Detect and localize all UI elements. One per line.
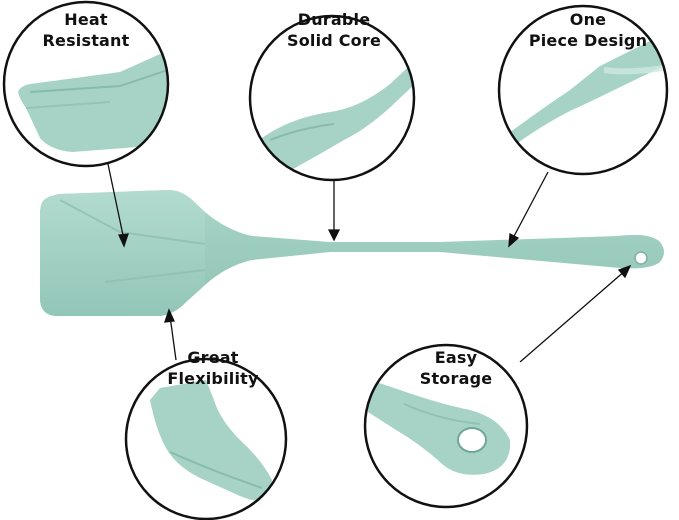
spatula-blade-face — [40, 190, 205, 316]
label-line: Storage — [419, 369, 493, 388]
label-one-piece-design: One Piece Design — [529, 9, 647, 51]
label-line: Easy — [434, 348, 478, 367]
detail-great-flexibility — [124, 357, 288, 520]
arrowhead-storage — [617, 264, 632, 279]
arrowhead-heat — [118, 233, 129, 248]
label-line: Piece Design — [528, 31, 648, 50]
label-line: Durable — [297, 10, 371, 29]
spatula-blade-ridge-lower — [104, 269, 206, 283]
label-durable-solid-core: Durable Solid Core — [287, 9, 381, 51]
label-line: One — [569, 10, 607, 29]
arrowhead-flex — [164, 308, 175, 323]
detail-easy-storage — [363, 343, 529, 509]
label-line: Solid Core — [287, 31, 381, 50]
detail-one-piece-design — [497, 4, 669, 176]
label-heat-resistant: Heat Resistant — [43, 9, 130, 51]
spatula-blade-ridge — [59, 199, 206, 245]
label-line: Heat — [64, 10, 108, 29]
hang-hole — [634, 251, 648, 265]
label-easy-storage: Easy Storage — [420, 347, 493, 389]
label-line: Great — [187, 348, 239, 367]
detail-heat-resistant — [2, 0, 170, 168]
spatula — [40, 190, 664, 316]
arrowhead-core — [327, 229, 341, 242]
arrowhead-one-piece — [508, 232, 520, 248]
detail-durable-solid-core — [248, 14, 416, 182]
pointer-lines — [107, 163, 632, 363]
label-line: Flexibility — [167, 369, 259, 388]
label-line: Resistant — [42, 31, 130, 50]
label-great-flexibility: Great Flexibility — [167, 347, 258, 389]
